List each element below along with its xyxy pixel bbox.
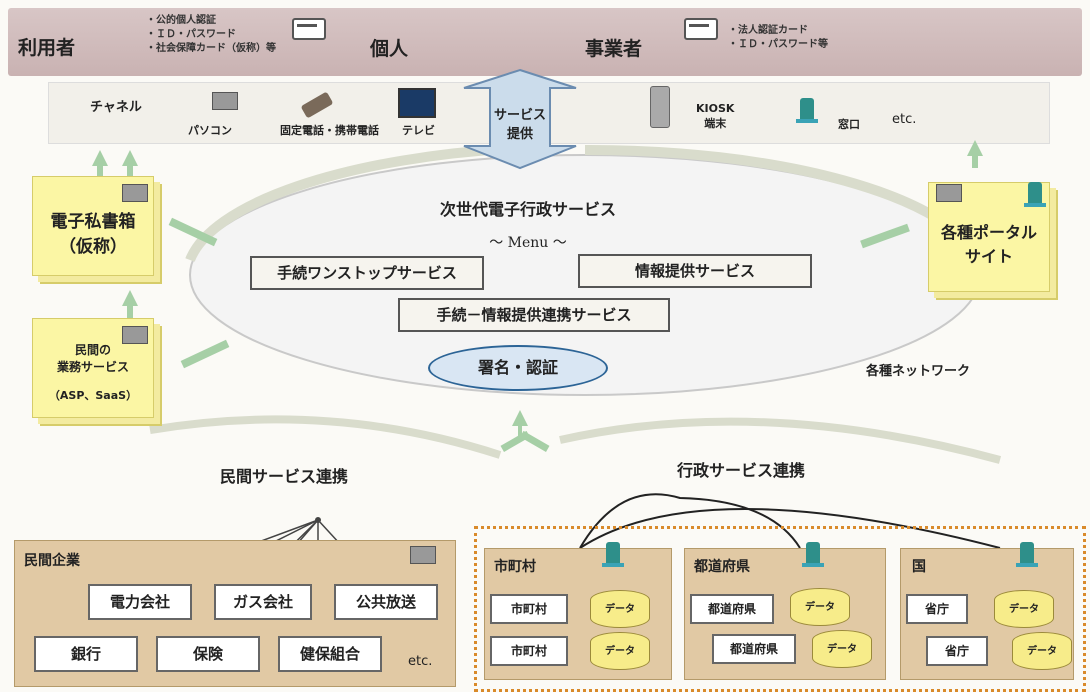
building-icon: [802, 542, 824, 567]
municipal-office: 市町村: [490, 636, 568, 666]
individual-notes: ・公的個人認証 ・ＩＤ・パスワード ・社会保障カード（仮称）等: [146, 15, 276, 54]
device-pc: パソコン: [188, 124, 232, 137]
pc-icon: [212, 92, 238, 110]
linked-service-box: 手続－情報提供連携サービス: [398, 298, 670, 332]
data-store: データ: [812, 630, 872, 668]
individual-label: 個人: [370, 38, 409, 60]
prefecture-office: 都道府県: [712, 634, 796, 664]
tv-icon: [398, 88, 436, 118]
public-broadcaster: 公共放送: [334, 584, 438, 620]
kiosk-icon: [650, 86, 670, 128]
pc-icon: [122, 184, 148, 202]
building-icon: [1024, 182, 1046, 207]
private-link-title: 民間サービス連携: [220, 467, 349, 486]
user-band: [8, 8, 1082, 76]
prefecture-office: 都道府県: [690, 594, 774, 624]
prefecture-title: 都道府県: [694, 559, 750, 575]
data-store: データ: [590, 632, 650, 670]
sign-auth-ellipse: 署名・認証: [428, 345, 608, 391]
gov-links: [579, 493, 1001, 549]
pc-icon: [122, 326, 148, 344]
card-icon: [684, 18, 718, 40]
channel-etc: etc.: [892, 112, 917, 127]
data-store: データ: [590, 590, 650, 628]
device-phone: 固定電話・携帯電話: [280, 124, 379, 137]
business-notes: ・法人認証カード ・ＩＤ・パスワード等: [728, 25, 828, 50]
admin-link-title: 行政サービス連携: [677, 461, 806, 480]
data-store: データ: [790, 588, 850, 626]
kiosk-label: KIOSK 端末: [696, 102, 735, 130]
national-title: 国: [912, 559, 926, 575]
channel-label: チャネル: [90, 100, 142, 115]
service-double-arrow: [463, 68, 577, 170]
center-title: 次世代電子行政サービス: [439, 200, 616, 219]
pc-icon: [410, 546, 436, 564]
network-label: 各種ネットワーク: [866, 364, 971, 379]
card-icon: [292, 18, 326, 40]
ministry-office: 省庁: [906, 594, 968, 624]
device-tv: テレビ: [402, 124, 435, 137]
municipal-office: 市町村: [490, 594, 568, 624]
building-icon: [1016, 542, 1038, 567]
insurance: 保険: [156, 636, 260, 672]
gas-company: ガス会社: [214, 584, 312, 620]
menu-label: ～ Menu ～: [489, 235, 567, 251]
business-label: 事業者: [585, 38, 643, 60]
building-icon: [796, 98, 818, 123]
green-arrows: [92, 140, 983, 452]
electric-company: 電力会社: [88, 584, 192, 620]
one-stop-service-box: 手続ワンストップサービス: [250, 256, 484, 290]
private-company-title: 民間企業: [24, 553, 80, 569]
counter-label: 窓口: [838, 118, 860, 131]
user-label: 利用者: [18, 37, 76, 59]
service-arrow-label: サービス 提供: [493, 108, 546, 142]
municipal-title: 市町村: [494, 559, 536, 575]
private-etc: etc.: [408, 654, 433, 669]
bank: 銀行: [34, 636, 138, 672]
ministry-office: 省庁: [926, 636, 988, 666]
building-icon: [602, 542, 624, 567]
pc-icon: [936, 184, 962, 202]
data-store: データ: [994, 590, 1054, 628]
health-insurance-union: 健保組合: [278, 636, 382, 672]
information-service-box: 情報提供サービス: [578, 254, 812, 288]
data-store: データ: [1012, 632, 1072, 670]
